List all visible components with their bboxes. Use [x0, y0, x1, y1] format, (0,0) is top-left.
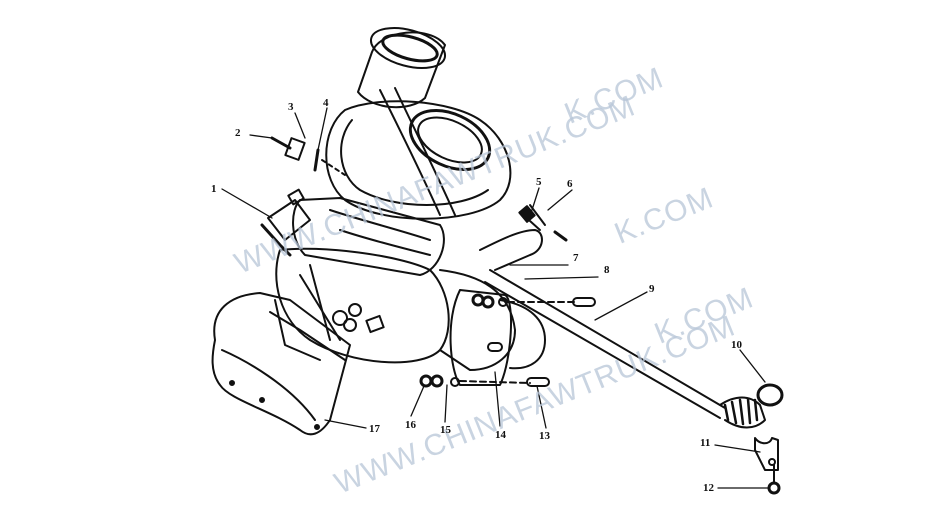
callout-label-4: 4 — [323, 97, 329, 109]
fasteners-lower — [419, 293, 596, 388]
callout-label-8: 8 — [604, 264, 610, 276]
callout-label-13: 13 — [539, 430, 550, 442]
center-housing — [292, 197, 445, 276]
nut — [767, 481, 781, 495]
callout-label-15: 15 — [440, 424, 451, 436]
callout-label-17: 17 — [369, 423, 380, 435]
exhaust-elbow — [211, 292, 351, 436]
compressor-outlet — [357, 27, 446, 109]
callout-label-11: 11 — [700, 437, 711, 449]
bolt-assembly — [270, 136, 346, 176]
callout-label-3: 3 — [288, 101, 294, 113]
callout-label-6: 6 — [567, 178, 573, 190]
oil-drain-tube — [484, 269, 766, 429]
gasket — [756, 383, 784, 407]
callout-label-2: 2 — [235, 127, 241, 139]
compressor-housing — [325, 87, 512, 220]
oil-feed-fitting — [479, 204, 568, 271]
flange — [754, 437, 779, 471]
bracket — [449, 289, 546, 386]
actuator — [260, 188, 311, 257]
callout-label-16: 16 — [405, 419, 416, 431]
callout-label-12: 12 — [703, 482, 714, 494]
callout-label-10: 10 — [731, 339, 742, 351]
callout-label-9: 9 — [649, 283, 655, 295]
callout-label-5: 5 — [536, 176, 542, 188]
callout-label-7: 7 — [573, 252, 579, 264]
turbine-housing — [275, 247, 516, 371]
callout-label-14: 14 — [495, 429, 506, 441]
callout-label-1: 1 — [211, 183, 217, 195]
leader-lines — [221, 107, 769, 489]
